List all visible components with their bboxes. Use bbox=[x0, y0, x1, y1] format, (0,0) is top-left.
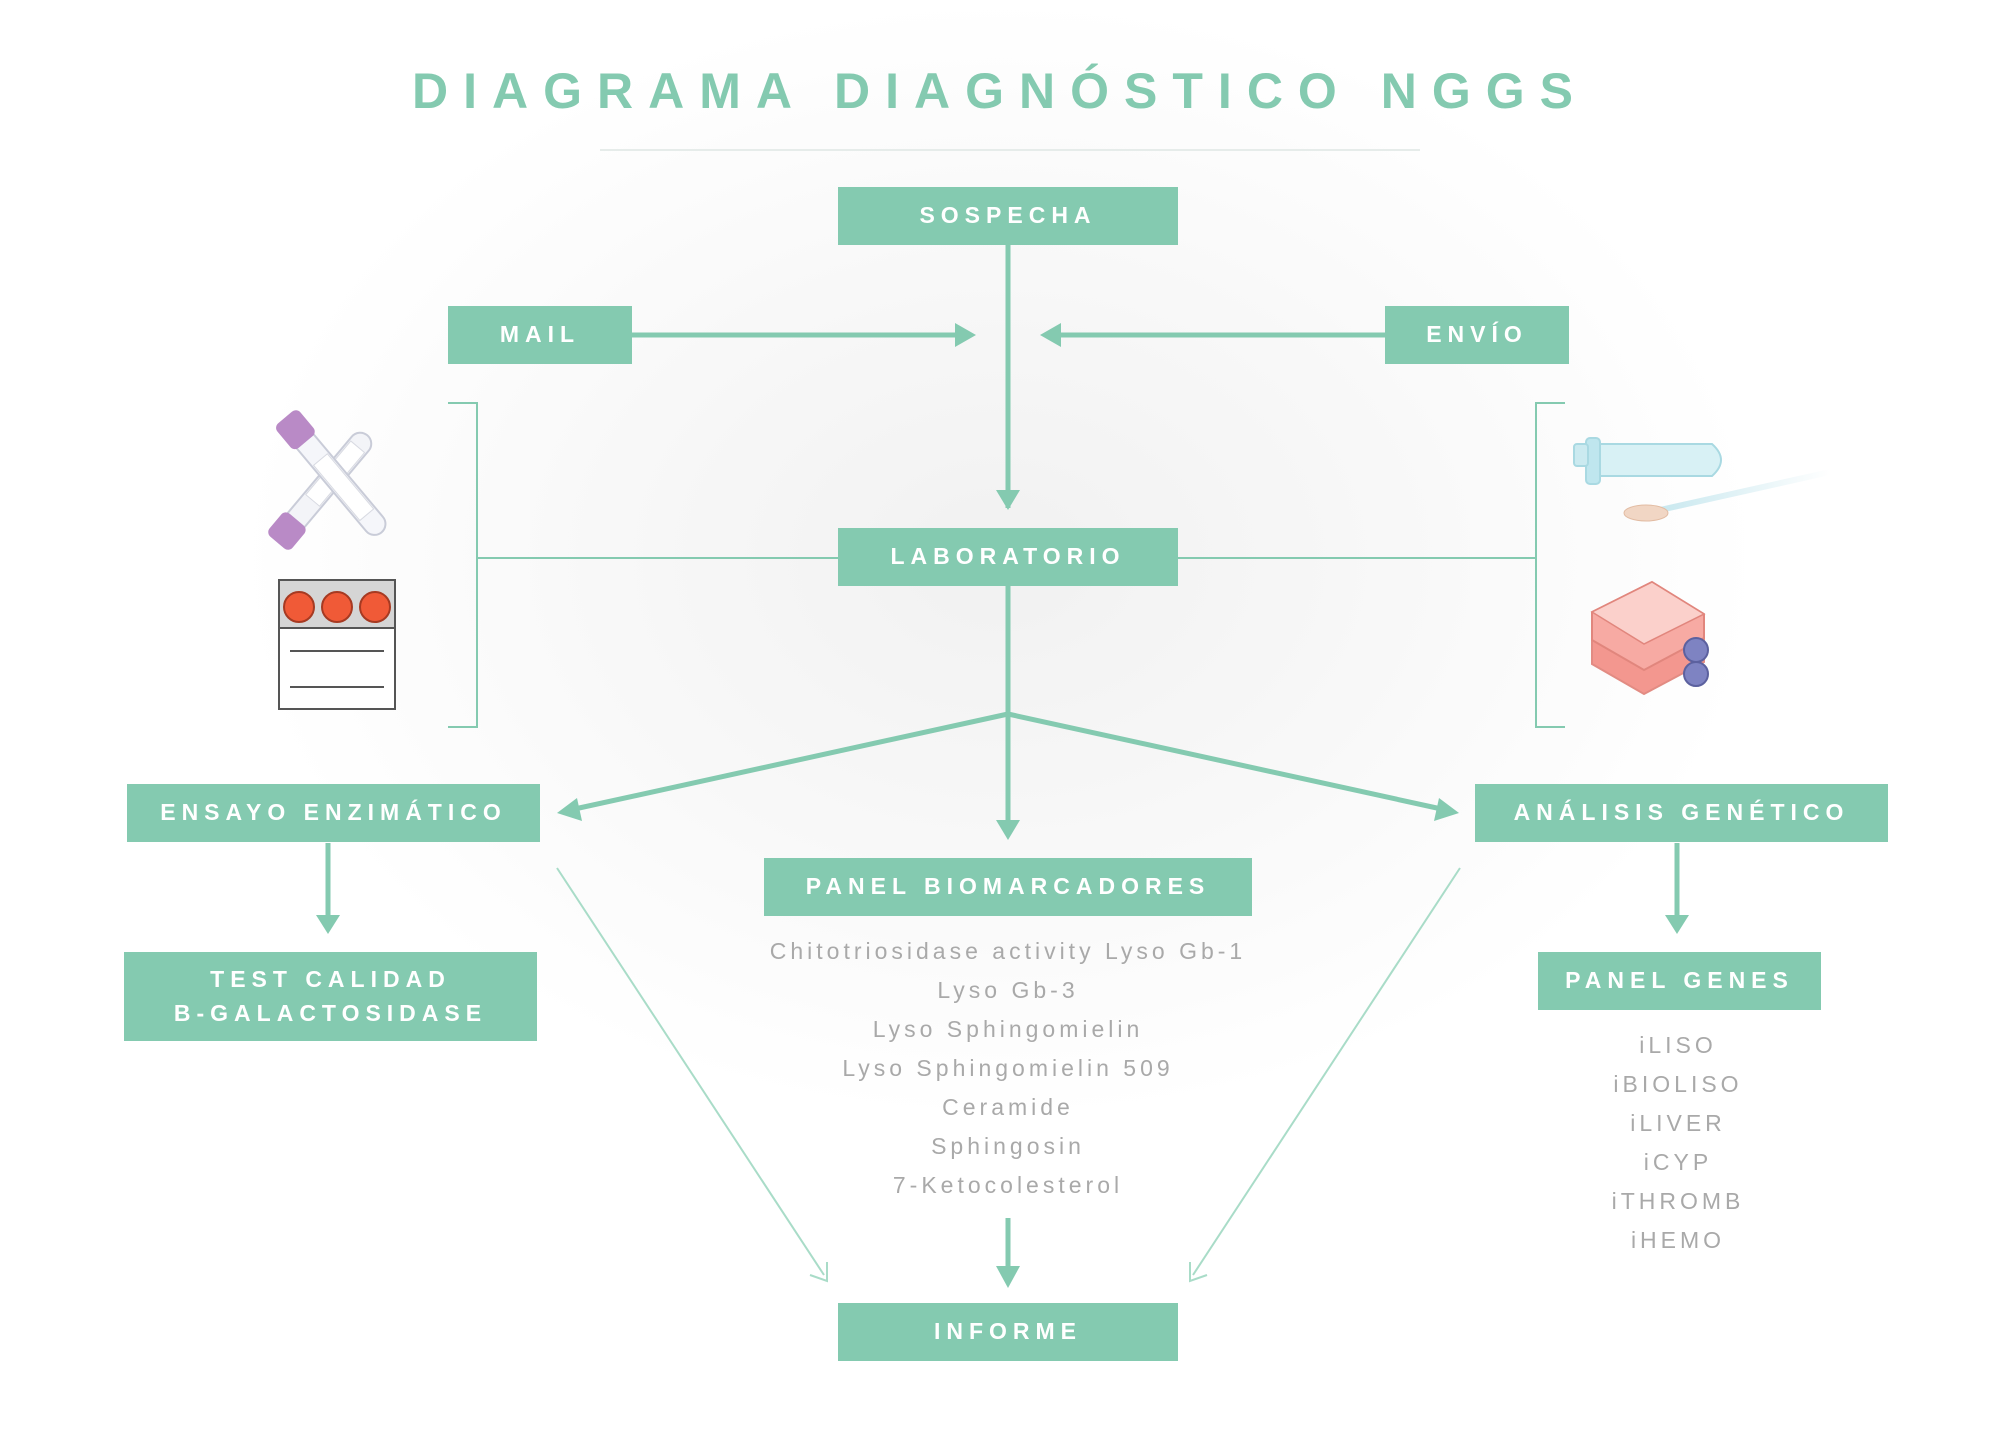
biomarker-item: Lyso Gb-3 bbox=[937, 977, 1079, 1003]
node-laboratorio: LABORATORIO bbox=[838, 528, 1178, 586]
bracket-right bbox=[1535, 402, 1565, 728]
gene-item: iLISO bbox=[1639, 1032, 1717, 1058]
node-analisis-genetico: ANÁLISIS GENÉTICO bbox=[1475, 784, 1888, 842]
biomarker-item: Lyso Sphingomielin bbox=[872, 1016, 1144, 1042]
node-sospecha: SOSPECHA bbox=[838, 187, 1178, 245]
biomarkers-list: Chitotriosidase activity Lyso Gb-1 Lyso … bbox=[708, 932, 1308, 1205]
biomarker-item: Chitotriosidase activity Lyso Gb-1 bbox=[769, 938, 1247, 964]
gene-item: iCYP bbox=[1643, 1149, 1713, 1175]
node-mail: MAIL bbox=[448, 306, 632, 364]
arrow-to-ensayo bbox=[569, 711, 1009, 813]
biomarker-item: Lyso Sphingomielin 509 bbox=[842, 1055, 1174, 1081]
gene-item: iTHROMB bbox=[1611, 1188, 1745, 1214]
gene-item: iLIVER bbox=[1630, 1110, 1726, 1136]
genes-list: iLISO iBIOLISO iLIVER iCYP iTHROMB iHEMO bbox=[1528, 1026, 1828, 1260]
node-envio: ENVÍO bbox=[1385, 306, 1569, 364]
arrow-analisis-informe bbox=[1192, 867, 1461, 1276]
node-informe: INFORME bbox=[838, 1303, 1178, 1361]
eppendorf-tube-icon bbox=[1573, 437, 1722, 485]
biomarker-item: Sphingosin bbox=[931, 1133, 1085, 1159]
node-panel-biomarcadores: PANEL BIOMARCADORES bbox=[764, 858, 1252, 916]
bracket-left bbox=[448, 402, 478, 728]
blood-tubes-icon bbox=[268, 410, 387, 550]
swab-icon bbox=[1623, 469, 1833, 522]
node-test-calidad-line-1: TEST CALIDAD bbox=[210, 966, 451, 993]
page-title: DIAGRAMA DIAGNÓSTICO NGGS bbox=[412, 63, 1588, 119]
node-test-calidad-line-2: B-GALACTOSIDASE bbox=[173, 999, 488, 1026]
node-panel-genes: PANEL GENES bbox=[1538, 952, 1821, 1010]
cell-culture-flasks-icon bbox=[1590, 580, 1709, 696]
biomarker-item: 7-Ketocolesterol bbox=[892, 1172, 1124, 1198]
node-test-calidad: TEST CALIDAD B-GALACTOSIDASE bbox=[124, 952, 537, 1041]
node-ensayo-enzimatico: ENSAYO ENZIMÁTICO bbox=[127, 784, 540, 842]
gene-item: iHEMO bbox=[1630, 1227, 1726, 1253]
gene-item: iBIOLISO bbox=[1613, 1071, 1743, 1097]
arrow-ensayo-informe bbox=[556, 867, 825, 1276]
biomarker-item: Ceramide bbox=[942, 1094, 1074, 1120]
arrow-to-analisis bbox=[1007, 711, 1447, 813]
dried-blood-spot-card-icon bbox=[278, 579, 396, 710]
